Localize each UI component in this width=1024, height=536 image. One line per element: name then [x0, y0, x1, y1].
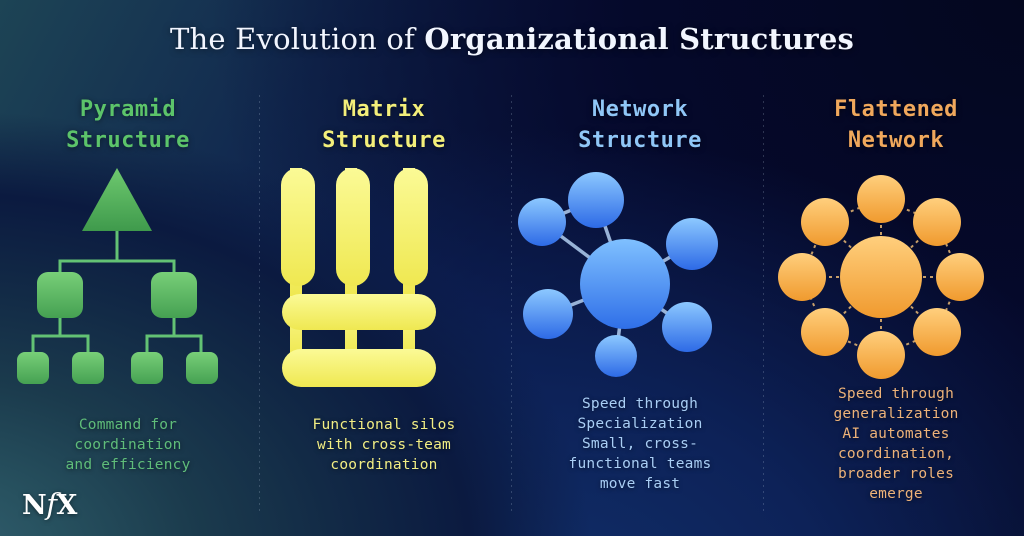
- heading-pyramid: Pyramid Structure: [66, 97, 190, 153]
- flattened-ring-network-diagram: [768, 164, 1024, 394]
- matrix-grid-diagram: [256, 164, 512, 394]
- matrix-vertical-bar: [394, 168, 428, 286]
- pyramid-hierarchy-diagram: [0, 164, 256, 394]
- flattened-node: [801, 308, 849, 356]
- column-network: Network Structure: [512, 88, 768, 518]
- column-pyramid: Pyramid Structure: [0, 88, 256, 518]
- flattened-node: [778, 253, 826, 301]
- caption-pyramid: Command for coordination and efficiency: [65, 417, 191, 473]
- flattened-node: [857, 175, 905, 223]
- flattened-hub-node: [840, 236, 922, 318]
- matrix-horizontal-bar: [282, 294, 436, 330]
- title-prefix: The Evolution of: [169, 22, 425, 56]
- matrix-horizontal-bar: [282, 349, 436, 387]
- heading-flattened: Flattened Network: [834, 97, 958, 153]
- network-node: [568, 172, 624, 228]
- caption-network: Speed through Specialization Small, cros…: [568, 396, 712, 492]
- flattened-node: [913, 308, 961, 356]
- heading-network: Network Structure: [578, 97, 702, 153]
- flattened-node: [801, 198, 849, 246]
- network-node: [666, 218, 718, 270]
- flattened-node: [857, 331, 905, 379]
- matrix-vertical-bar: [281, 168, 315, 286]
- column-matrix: Matrix Structure: [256, 88, 512, 518]
- hub-and-spoke-network-diagram: [512, 164, 768, 394]
- logo-x: X: [56, 490, 77, 521]
- pyramid-leaf-node: [17, 352, 49, 384]
- caption-matrix: Functional silos with cross-team coordin…: [312, 417, 456, 473]
- title-emphasis: Organizational Structures: [424, 22, 855, 56]
- nfx-logo: NfX: [22, 487, 77, 521]
- network-hub-node: [580, 239, 670, 329]
- heading-matrix: Matrix Structure: [322, 97, 446, 153]
- page-title: The Evolution of Organizational Structur…: [0, 22, 1024, 56]
- network-node: [595, 335, 637, 377]
- matrix-vertical-bar: [336, 168, 370, 286]
- flattened-node: [936, 253, 984, 301]
- column-divider: [763, 95, 764, 515]
- column-divider: [259, 95, 260, 515]
- column-divider: [511, 95, 512, 515]
- caption-flattened: Speed through generalization AI automate…: [833, 386, 959, 502]
- pyramid-leaf-node: [131, 352, 163, 384]
- pyramid-apex: [82, 168, 152, 231]
- pyramid-leaf-node: [186, 352, 218, 384]
- column-flattened: Flattened Network: [768, 88, 1024, 518]
- pyramid-mid-node: [37, 272, 83, 318]
- network-node: [523, 289, 573, 339]
- logo-n: N: [22, 490, 47, 521]
- network-node: [662, 302, 712, 352]
- pyramid-leaf-node: [72, 352, 104, 384]
- logo-f: f: [46, 487, 57, 521]
- pyramid-mid-node: [151, 272, 197, 318]
- network-node: [518, 198, 566, 246]
- flattened-node: [913, 198, 961, 246]
